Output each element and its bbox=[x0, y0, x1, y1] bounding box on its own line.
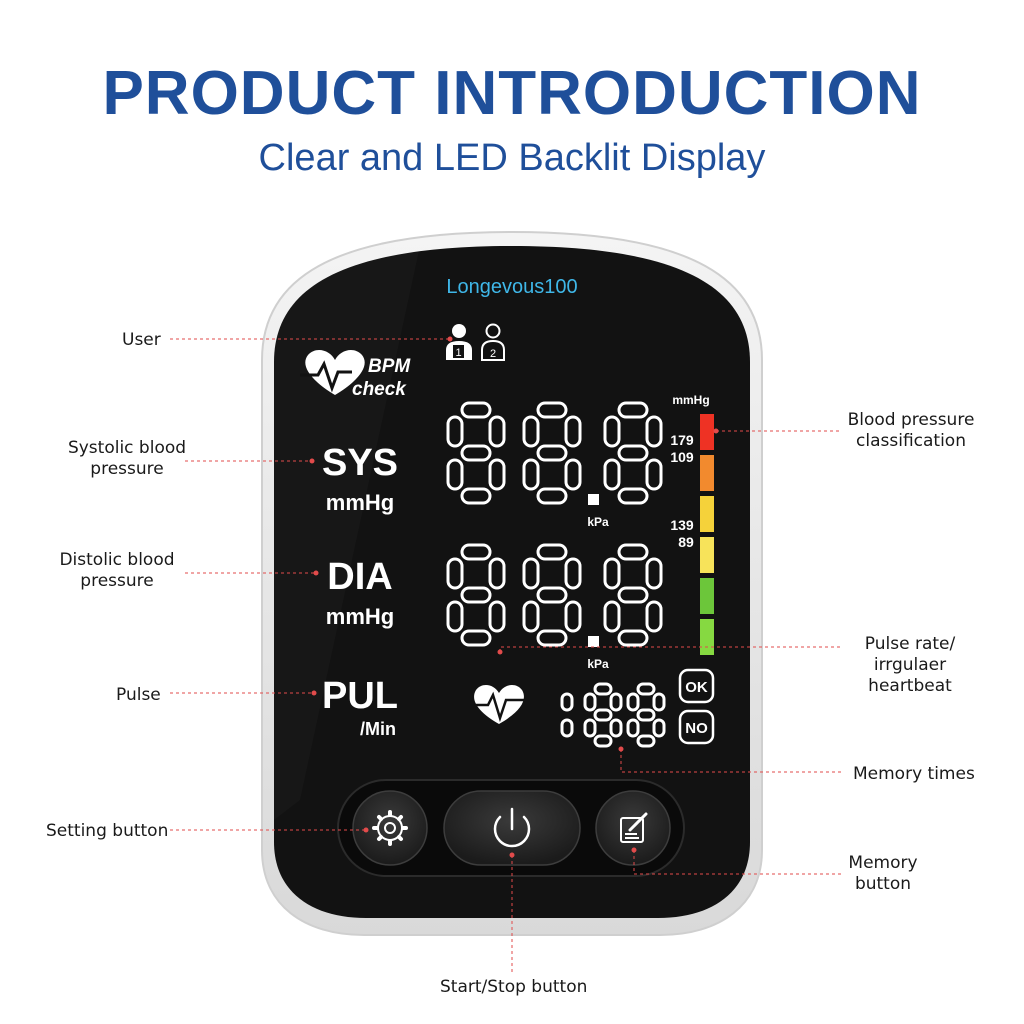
callout-user: User bbox=[122, 330, 161, 350]
callout-systolic-line2: pressure bbox=[90, 459, 164, 479]
callout-memory-button-line2: button bbox=[854, 874, 912, 894]
callout-diastolic-line2: pressure bbox=[80, 571, 154, 591]
heartbeat-icon bbox=[470, 684, 526, 724]
dia-digits bbox=[446, 543, 663, 647]
classification-scale bbox=[700, 414, 714, 655]
user-2-badge: 2 bbox=[490, 348, 496, 360]
callout-start-stop: Start/Stop button bbox=[440, 977, 588, 997]
dia-unit: mmHg bbox=[326, 604, 394, 629]
classification-bar bbox=[700, 496, 714, 532]
classification-bar bbox=[700, 455, 714, 491]
classification-bar bbox=[700, 619, 714, 655]
scale-89: 89 bbox=[678, 534, 694, 550]
bpm-logo-line1: BPM bbox=[368, 356, 411, 377]
pul-digits bbox=[560, 682, 666, 748]
power-icon bbox=[493, 807, 531, 848]
pul-unit: /Min bbox=[360, 719, 396, 739]
scale-139: 139 bbox=[670, 517, 694, 533]
sys-digits bbox=[446, 401, 663, 505]
dia-kpa-label: kPa bbox=[587, 657, 609, 671]
setting-button[interactable] bbox=[352, 790, 428, 866]
start-stop-button[interactable] bbox=[443, 790, 581, 866]
gear-icon bbox=[372, 810, 408, 846]
callout-setting-button: Setting button bbox=[46, 821, 169, 841]
sys-label: SYS bbox=[322, 442, 398, 484]
callout-pulse: Pulse bbox=[116, 685, 161, 705]
callout-pulse-rate-line1: Pulse rate/ bbox=[864, 634, 956, 654]
bpm-check-logo: BPM check bbox=[300, 349, 411, 400]
page-title: PRODUCT INTRODUCTION bbox=[102, 59, 922, 128]
sys-unit: mmHg bbox=[326, 490, 394, 515]
scale-109: 109 bbox=[670, 449, 694, 465]
classification-bar bbox=[700, 578, 714, 614]
callout-diastolic-line1: Distolic blood bbox=[59, 550, 175, 570]
callout-bp-classification-line2: classification bbox=[856, 431, 966, 451]
scale-179: 179 bbox=[670, 432, 694, 448]
callout-bp-classification: Blood pressure classification bbox=[836, 410, 986, 452]
callout-bp-classification-line1: Blood pressure bbox=[847, 410, 975, 430]
callout-systolic: Systolic blood pressure bbox=[52, 438, 202, 480]
dia-label: DIA bbox=[327, 556, 392, 598]
page-subtitle: Clear and LED Backlit Display bbox=[258, 137, 766, 179]
ok-indicator: OK bbox=[685, 679, 708, 696]
scale-unit: mmHg bbox=[672, 393, 709, 407]
memory-icon bbox=[620, 812, 648, 843]
callout-pulse-rate: Pulse rate/ irrgulaer heartbeat bbox=[830, 634, 990, 697]
device-face bbox=[274, 246, 750, 918]
classification-bar bbox=[700, 537, 714, 573]
bpm-logo-line2: check bbox=[352, 379, 407, 400]
callout-memory-times: Memory times bbox=[853, 764, 975, 784]
callout-pulse-rate-line2: irrgulaer heartbeat bbox=[868, 655, 952, 696]
user-icons: 1 2 bbox=[446, 323, 505, 361]
pul-label: PUL bbox=[322, 675, 398, 717]
callout-memory-button-line1: Memory bbox=[848, 853, 918, 873]
memory-button[interactable] bbox=[595, 790, 671, 866]
callout-systolic-line1: Systolic blood bbox=[67, 438, 187, 458]
user-1-badge: 1 bbox=[455, 347, 461, 359]
callout-memory-button: Memory button bbox=[808, 853, 958, 895]
callout-diastolic: Distolic blood pressure bbox=[42, 550, 192, 592]
sys-kpa-label: kPa bbox=[587, 515, 609, 529]
classification-bar bbox=[700, 414, 714, 450]
no-indicator: NO bbox=[685, 720, 708, 737]
brand-name: Longevous100 bbox=[446, 276, 577, 298]
